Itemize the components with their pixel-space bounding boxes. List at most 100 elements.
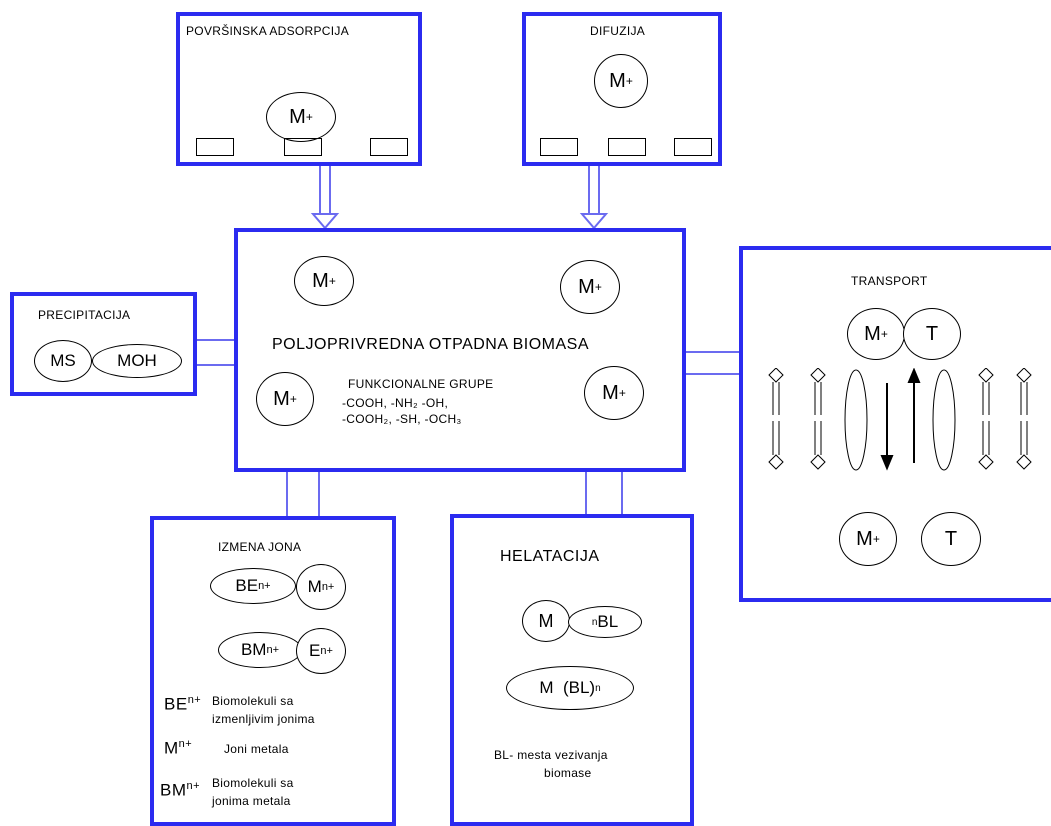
link-center-transport bbox=[684, 351, 741, 375]
metal-ion-oval: M+ bbox=[584, 366, 644, 420]
diffusion-title: DIFUZIJA bbox=[590, 24, 646, 38]
metal-ion-oval: M+ bbox=[560, 260, 620, 314]
binding-site-rect bbox=[196, 138, 234, 156]
legend-text: Biomolekuli sa bbox=[212, 776, 294, 790]
charge-label: n+ bbox=[266, 644, 280, 656]
ion-label: M bbox=[864, 322, 881, 345]
center-title: POLJOPRIVREDNA OTPADNA BIOMASA bbox=[272, 336, 589, 353]
ion-exchange-title: IZMENA JONA bbox=[218, 540, 302, 554]
metal-ion-oval: M+ bbox=[847, 308, 905, 360]
complex-oval: M (BL)n bbox=[506, 666, 634, 710]
functional-groups-title: FUNKCIONALNE GRUPE bbox=[348, 377, 494, 391]
legend-symbol: BMn+ bbox=[160, 780, 201, 800]
m-label: M bbox=[307, 577, 322, 596]
legend-text: izmenljivim jonima bbox=[212, 712, 315, 726]
ms-label: MS bbox=[50, 351, 76, 370]
metal-ion-oval: M+ bbox=[256, 372, 314, 426]
m-oval: M bbox=[522, 600, 570, 642]
precipitation-box: PRECIPITACIJA MS MOH bbox=[10, 292, 197, 396]
carrier-oval: T bbox=[903, 308, 961, 360]
diffusion-box: DIFUZIJA M+ bbox=[522, 12, 722, 166]
link-precipitation-center bbox=[195, 339, 236, 366]
ion-label: M bbox=[602, 381, 619, 404]
transport-box: TRANSPORT M+ T bbox=[739, 246, 1051, 602]
metal-ion-oval: M+ bbox=[266, 92, 336, 142]
charge-label: n+ bbox=[258, 580, 271, 592]
binding-site-rect bbox=[540, 138, 578, 156]
m-label: M bbox=[538, 610, 554, 631]
link-center-chelation bbox=[585, 470, 623, 516]
be-label: BE bbox=[235, 576, 259, 595]
binding-site-rect bbox=[370, 138, 408, 156]
ion-charge: + bbox=[872, 532, 880, 546]
ion-label: M bbox=[289, 105, 306, 128]
transport-title: TRANSPORT bbox=[851, 274, 928, 288]
legend-text: Joni metala bbox=[224, 742, 289, 756]
ms-oval: MS bbox=[34, 340, 92, 382]
legend-text: Biomolekuli sa bbox=[212, 694, 294, 708]
ion-charge: + bbox=[305, 110, 313, 124]
ion-label: M bbox=[609, 69, 626, 92]
ion-label: M bbox=[273, 387, 290, 410]
membrane-diagram bbox=[768, 368, 1032, 471]
ion-label: M bbox=[312, 269, 329, 292]
legend-symbol: Mn+ bbox=[164, 738, 193, 758]
arrow-surface-to-center bbox=[310, 165, 340, 230]
functional-groups-line-1: -COOH, -NH₂ -OH, bbox=[342, 396, 449, 410]
e-label: E bbox=[309, 641, 321, 660]
ion-label: M bbox=[578, 275, 595, 298]
complex-label: M (BL) bbox=[539, 678, 596, 697]
ion-charge: + bbox=[289, 392, 297, 406]
functional-groups-line-2: -COOH₂, -SH, -OCH₃ bbox=[342, 412, 462, 426]
charge-label: n+ bbox=[320, 645, 333, 657]
legend-symbol: BEn+ bbox=[164, 694, 202, 714]
arrow-diffusion-to-center bbox=[579, 165, 609, 230]
ion-charge: + bbox=[594, 280, 602, 294]
metal-ion-oval: M+ bbox=[839, 512, 897, 566]
ion-label: M bbox=[856, 527, 873, 550]
membrane-protein-left bbox=[844, 369, 868, 471]
moh-oval: MOH bbox=[92, 344, 182, 378]
agricultural-waste-biomass-box: M+ M+ POLJOPRIVREDNA OTPADNA BIOMASA M+ … bbox=[234, 228, 686, 472]
lipid-molecule-right-2 bbox=[1016, 368, 1032, 470]
bm-label: BM bbox=[240, 640, 267, 659]
legend-row-m: Mn+ Joni metala bbox=[164, 738, 384, 764]
lipid-molecule-left-1 bbox=[768, 368, 784, 470]
precipitation-title: PRECIPITACIJA bbox=[38, 308, 131, 322]
membrane-protein-right bbox=[932, 369, 956, 471]
link-center-ion-exchange bbox=[286, 470, 320, 518]
carrier-oval: T bbox=[921, 512, 981, 566]
chelation-title: HELATACIJA bbox=[500, 548, 600, 565]
metal-ion-oval: M+ bbox=[294, 256, 354, 306]
binding-site-rect bbox=[284, 138, 322, 156]
binding-site-rect bbox=[674, 138, 712, 156]
complex-sub: n bbox=[595, 682, 601, 694]
carrier-label: T bbox=[944, 527, 958, 550]
charge-label: n+ bbox=[321, 581, 335, 593]
ion-charge: + bbox=[880, 327, 888, 341]
transport-arrow-down bbox=[880, 383, 894, 471]
chelation-note-line-1: BL- mesta vezivanja bbox=[494, 748, 608, 762]
metal-ion-oval: M+ bbox=[594, 54, 648, 108]
nbl-n-label: n bbox=[591, 616, 598, 628]
chelation-note-line-2: biomase bbox=[544, 766, 592, 780]
surface-adsorption-title: POVRŠINSKA ADSORPCIJA bbox=[186, 24, 350, 38]
binding-site-rect bbox=[608, 138, 646, 156]
carrier-label: T bbox=[925, 322, 939, 345]
lipid-molecule-right-1 bbox=[978, 368, 994, 470]
lipid-molecule-left-2 bbox=[810, 368, 826, 470]
nbl-label: BL bbox=[597, 612, 619, 631]
transport-arrow-up bbox=[907, 368, 921, 463]
legend-text: jonima metala bbox=[212, 794, 291, 808]
legend-row-be: BEn+ Biomolekuli sa izmenljivim jonima bbox=[164, 690, 384, 730]
ion-charge: + bbox=[625, 74, 633, 88]
moh-label: MOH bbox=[117, 351, 157, 370]
surface-adsorption-box: POVRŠINSKA ADSORPCIJA M+ bbox=[176, 12, 422, 166]
ion-charge: + bbox=[328, 274, 336, 288]
